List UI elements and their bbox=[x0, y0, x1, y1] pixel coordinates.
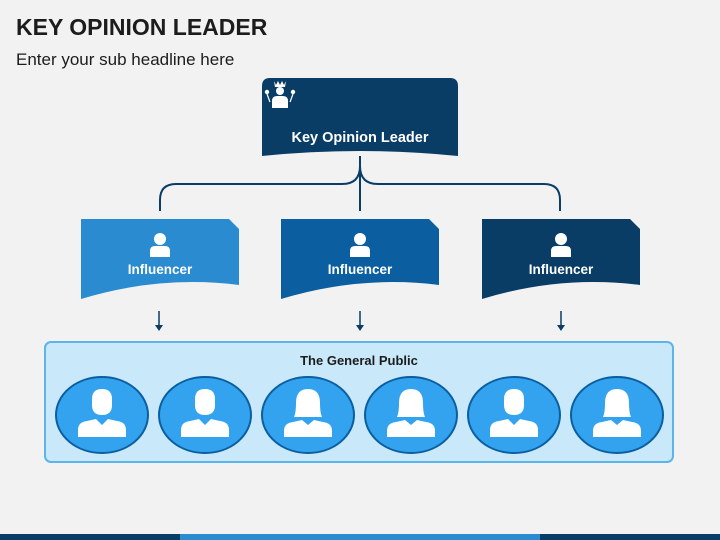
person-icon bbox=[551, 233, 571, 257]
leader-box-shape bbox=[262, 78, 458, 156]
influencer-box-shape bbox=[482, 219, 640, 299]
influencer-label: Influencer bbox=[528, 262, 594, 277]
slide-subtitle: Enter your sub headline here bbox=[16, 50, 235, 69]
public-person-6 bbox=[569, 375, 665, 455]
connector-left bbox=[159, 156, 361, 211]
influencer-box-1: Influencer bbox=[81, 219, 239, 299]
public-person-3 bbox=[260, 375, 356, 455]
influencer-box-shape bbox=[81, 219, 239, 299]
crowned-leader-icon bbox=[264, 81, 296, 108]
influencer-label: Influencer bbox=[327, 262, 393, 277]
footer-color-bar bbox=[0, 534, 720, 540]
person-icon bbox=[350, 233, 370, 257]
general-public-panel: The General Public bbox=[44, 341, 674, 463]
leader-label: Key Opinion Leader bbox=[291, 130, 429, 146]
general-public-title: The General Public bbox=[300, 353, 418, 368]
male-person-icon bbox=[467, 376, 561, 454]
key-opinion-leader-box: Key Opinion Leader bbox=[262, 78, 458, 156]
public-person-5 bbox=[466, 375, 562, 455]
influencer-box-3: Influencer bbox=[482, 219, 640, 299]
influencer-box-2: Influencer bbox=[281, 219, 439, 299]
footer-segment-3 bbox=[540, 534, 720, 540]
footer-segment-1 bbox=[0, 534, 180, 540]
influencer-box-shape bbox=[281, 219, 439, 299]
public-person-2 bbox=[157, 375, 253, 455]
female-person-icon bbox=[364, 376, 458, 454]
female-person-icon bbox=[261, 376, 355, 454]
public-person-4 bbox=[363, 375, 459, 455]
arrow-left bbox=[155, 311, 163, 331]
male-person-icon bbox=[158, 376, 252, 454]
male-person-icon bbox=[55, 376, 149, 454]
slide-title: KEY OPINION LEADER bbox=[16, 14, 268, 40]
arrow-right bbox=[557, 311, 565, 331]
footer-segment-2 bbox=[180, 534, 540, 540]
influencer-label: Influencer bbox=[127, 262, 193, 277]
arrow-center bbox=[356, 311, 364, 331]
connector-right bbox=[359, 165, 561, 211]
public-person-1 bbox=[54, 375, 150, 455]
female-person-icon bbox=[570, 376, 664, 454]
person-icon bbox=[150, 233, 170, 257]
